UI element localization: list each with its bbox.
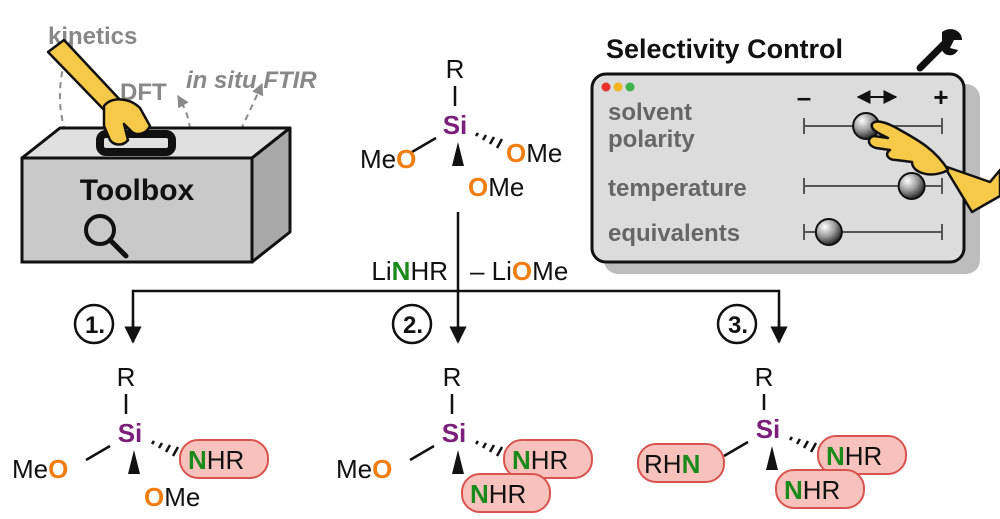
svg-text:NHR: NHR xyxy=(470,479,526,509)
slider-knob[interactable] xyxy=(897,172,926,200)
hand-slider-icon xyxy=(867,120,1000,214)
svg-text:NHR: NHR xyxy=(826,441,882,471)
start-MeO-left: MeO xyxy=(360,144,416,174)
svg-text:Si: Si xyxy=(756,414,781,444)
path-number-3: 3. xyxy=(716,303,758,345)
slider-1[interactable] xyxy=(803,172,943,200)
path-number-1: 1. xyxy=(73,303,115,345)
svg-text:NHR: NHR xyxy=(784,475,840,505)
reagent-LiNHR: LiNHR xyxy=(371,256,448,286)
svg-text:3.: 3. xyxy=(728,312,748,339)
product-2: R Si MeO NHR NHR xyxy=(336,362,593,513)
dft-arrow xyxy=(177,94,191,161)
path-number-2: 2. xyxy=(391,303,433,345)
svg-text:OMe: OMe xyxy=(144,482,200,512)
selectivity-panel: Selectivity Control – + solvent polarity… xyxy=(590,29,1000,274)
slider-label-solvent: solvent xyxy=(608,99,692,126)
slider-knob[interactable] xyxy=(814,218,843,246)
wrench-icon xyxy=(916,29,962,72)
toolbox-label: Toolbox xyxy=(80,174,195,207)
window-dot-red xyxy=(601,82,611,92)
toolbox-group: kinetics DFT in situ FTIR Toolbox xyxy=(20,23,317,264)
scale-minus: – xyxy=(797,82,811,112)
magnifier-icon xyxy=(84,214,129,259)
start-Si: Si xyxy=(443,110,468,140)
start-molecule: R Si MeO OMe OMe xyxy=(360,54,562,202)
svg-text:MeO: MeO xyxy=(336,454,392,484)
slider-label-temperature: temperature xyxy=(608,175,747,202)
window-dot-green xyxy=(625,82,635,92)
scale-plus: + xyxy=(933,82,948,112)
wedge-bond xyxy=(452,142,464,166)
svg-text:RHN: RHN xyxy=(644,449,700,479)
hashed-bond xyxy=(474,132,504,149)
slider-label-equivalents: equivalents xyxy=(608,220,740,247)
panel-title: Selectivity Control xyxy=(606,34,843,64)
svg-text:1.: 1. xyxy=(85,312,105,339)
svg-text:Si: Si xyxy=(442,418,467,448)
svg-text:NHR: NHR xyxy=(188,445,244,475)
ftir-arrow xyxy=(235,82,264,141)
slider-label-polarity: polarity xyxy=(608,126,695,153)
svg-text:MeO: MeO xyxy=(12,454,68,484)
svg-text:R: R xyxy=(117,362,136,392)
start-OMe-bottom: OMe xyxy=(468,172,524,202)
svg-text:Si: Si xyxy=(118,418,143,448)
start-R: R xyxy=(446,54,465,84)
toolbox-front xyxy=(20,156,254,264)
svg-text:R: R xyxy=(755,362,774,392)
window-dot-yellow xyxy=(613,82,623,92)
start-OMe-right: OMe xyxy=(506,138,562,168)
slider-2[interactable] xyxy=(803,218,943,246)
svg-text:NHR: NHR xyxy=(512,445,568,475)
product-1: R Si MeO NHR OMe xyxy=(12,362,269,512)
reagent-LiOMe: – LiOMe xyxy=(470,256,568,286)
product-3: R Si RHN NHR NHR xyxy=(637,362,907,509)
method-ftir: in situ FTIR xyxy=(186,67,317,94)
svg-text:R: R xyxy=(443,362,462,392)
hand-icon xyxy=(46,38,152,146)
svg-text:2.: 2. xyxy=(403,312,423,339)
reaction-arrows xyxy=(124,212,788,344)
